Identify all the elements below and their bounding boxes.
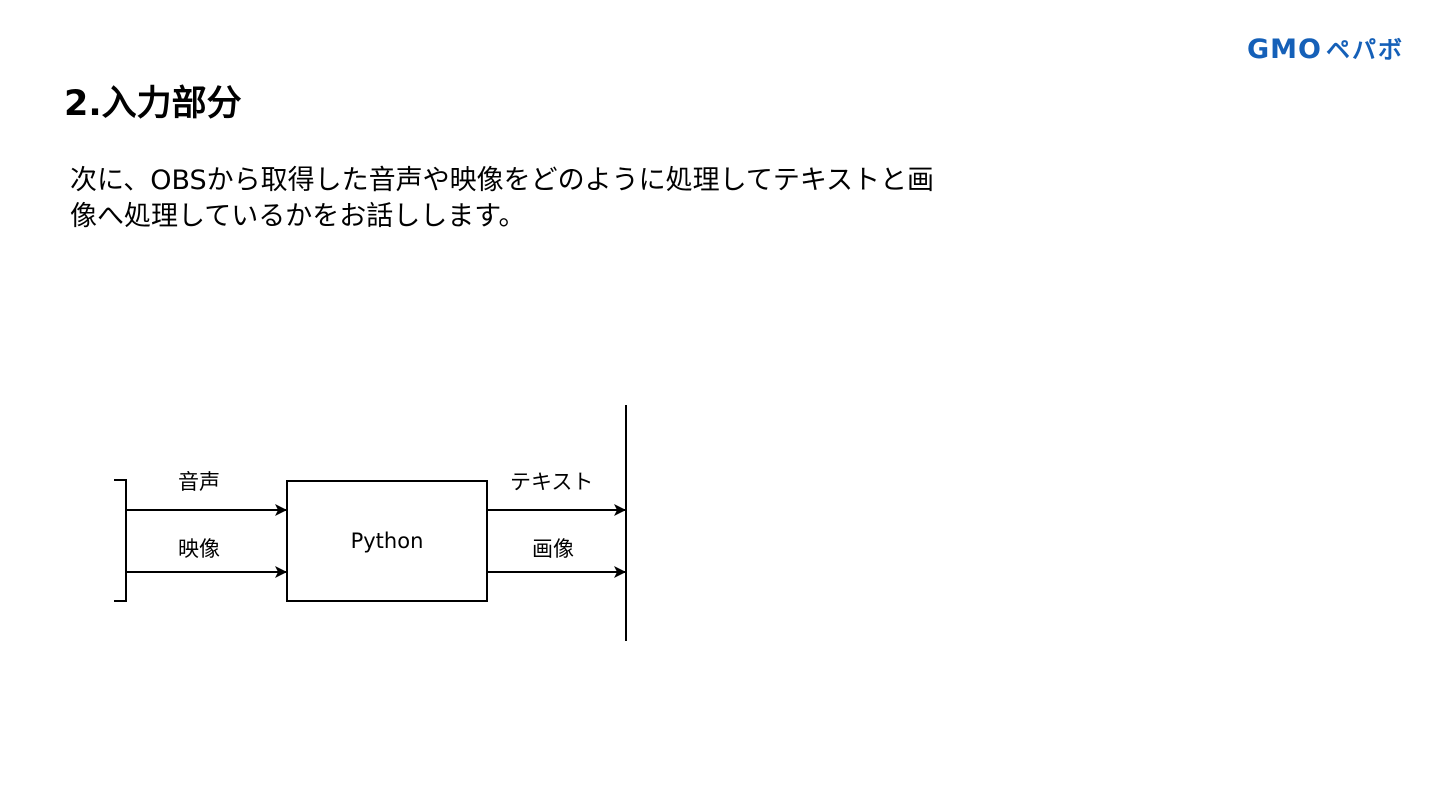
slide-body-text: 次に、OBSから取得した音声や映像をどのように処理してテキストと画 像へ処理して… (70, 163, 1020, 235)
logo-brand-text: GMO (1247, 34, 1322, 65)
source-bracket (114, 479, 127, 602)
output-label-text: テキスト (510, 470, 593, 494)
logo-kana-text: ペパボ (1326, 36, 1404, 64)
process-box (286, 480, 488, 602)
body-line-1: 次に、OBSから取得した音声や映像をどのように処理してテキストと画 (70, 165, 935, 196)
slide-title: 2.入力部分 (64, 84, 242, 124)
process-label: Python (351, 529, 424, 553)
output-label-image: 画像 (532, 537, 574, 561)
company-logo: GMO ペパボ (1247, 34, 1404, 65)
input-label-video: 映像 (178, 537, 220, 561)
input-label-audio: 音声 (178, 470, 220, 494)
body-line-2: 像へ処理しているかをお話しします。 (70, 201, 526, 232)
